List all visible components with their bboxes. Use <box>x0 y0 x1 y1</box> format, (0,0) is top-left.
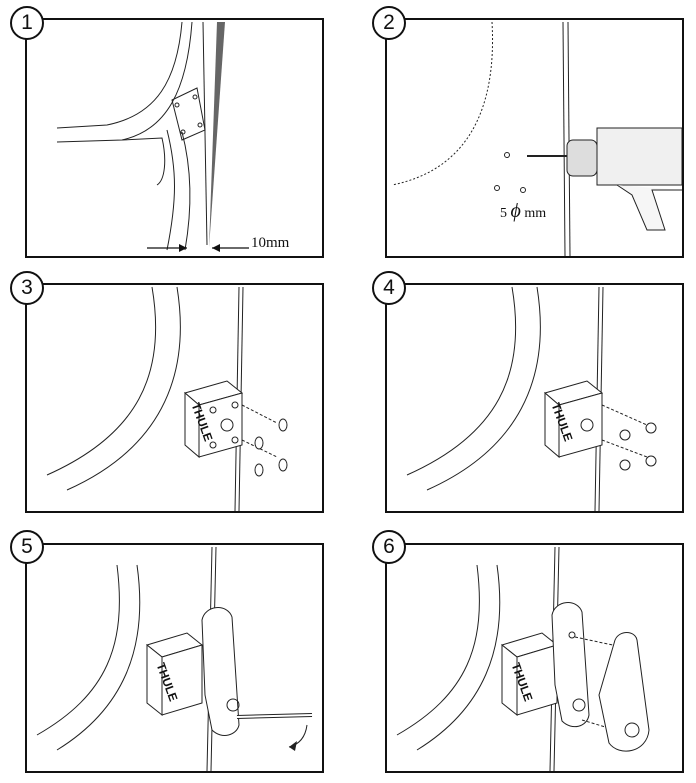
bolt-mount-illustration <box>46 286 288 511</box>
door-edge-illustration <box>56 21 249 252</box>
cover-illustration <box>396 546 650 771</box>
step-2-panel: 5 ϕ mm <box>385 18 684 258</box>
step-number-4: 4 <box>372 271 406 305</box>
rotation-arrow <box>288 724 308 748</box>
step-number-3: 3 <box>10 271 44 305</box>
step-number-6: 6 <box>372 530 406 564</box>
drill-handle <box>616 184 682 231</box>
lock-housing <box>551 602 590 728</box>
mount-plate-outline <box>171 87 206 141</box>
step-4-panel: THULE <box>385 283 684 513</box>
lock-housing <box>201 607 240 736</box>
step-number-2: 2 <box>372 6 406 40</box>
step-5-panel: THULE <box>25 543 324 773</box>
step-6-panel: THULE <box>385 543 684 773</box>
step-1-panel: 10mm <box>25 18 324 258</box>
drill-size-label: 5 ϕ mm <box>500 200 547 222</box>
drill-illustration <box>391 21 682 256</box>
step-number-5: 5 <box>10 530 44 564</box>
step-number-1: 1 <box>10 6 44 40</box>
door-edge-strip <box>209 22 225 248</box>
drill-chuck <box>566 139 598 177</box>
measure-label: 10mm <box>251 235 290 251</box>
step-3-panel: THULE <box>25 283 324 513</box>
lock-cover <box>598 632 650 752</box>
cap-mount-illustration <box>406 286 657 511</box>
lever-illustration <box>36 546 313 771</box>
